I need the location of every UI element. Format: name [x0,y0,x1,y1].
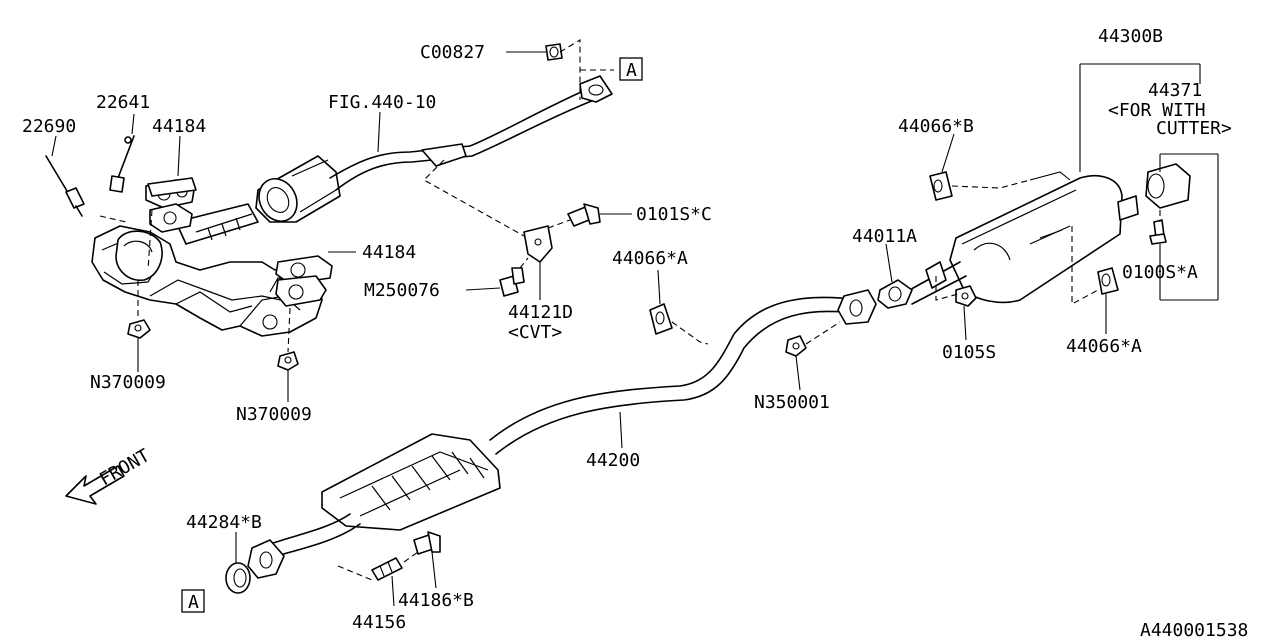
label-44156[interactable]: 44156 [352,612,406,633]
label-fig-440-10[interactable]: FIG.440-10 [328,92,436,113]
bracket-44121d[interactable] [523,225,553,263]
rubber-mount-44066a-right[interactable] [1097,267,1119,295]
label-0100sa[interactable]: 0100S*A [1122,262,1198,283]
label-22641[interactable]: 22641 [96,92,150,113]
rubber-mount-44066a-mid[interactable] [649,303,673,335]
part-labels: C00827 FIG.440-10 22641 22690 44184 4418… [22,26,1248,640]
gasket-44184-top[interactable] [147,177,197,197]
label-44186b[interactable]: 44186*B [398,590,474,611]
label-44300b[interactable]: 44300B [1098,26,1163,47]
ref-box-a-bottom [181,589,205,613]
label-44066a-mid[interactable]: 44066*A [612,248,688,269]
label-0101sc[interactable]: 0101S*C [636,204,712,225]
bolt-0105s[interactable] [955,285,977,307]
ref-label-a-bottom: A [188,592,199,613]
ref-box-a-top [619,57,643,81]
label-n370009-left[interactable]: N370009 [90,372,166,393]
label-0105s[interactable]: 0105S [942,342,996,363]
leader-lines [51,51,1219,607]
oxygen-sensor-22641[interactable] [109,135,135,193]
center-pipe-44200[interactable] [489,289,877,455]
ref-label-a-top: A [626,60,637,81]
label-front: FRONT [96,445,154,490]
front-direction-arrow [65,465,125,505]
label-44284b[interactable]: 44284*B [186,512,262,533]
exhaust-manifold-assembly [91,155,341,337]
label-c00827[interactable]: C00827 [420,42,485,63]
label-44371[interactable]: 44371 [1148,80,1202,101]
label-44066b[interactable]: 44066*B [898,116,974,137]
nut-n370009-left[interactable] [127,319,151,339]
label-44066a-right[interactable]: 44066*A [1066,336,1142,357]
oxygen-sensor-22690[interactable] [45,155,85,217]
dashed-connection-lines [99,39,1161,581]
nut-m250076[interactable] [499,267,525,297]
front-pipe-upper [329,75,613,191]
bolt-44186b[interactable] [413,531,441,555]
label-44121d[interactable]: 44121D [508,302,573,323]
stud-44156[interactable] [371,557,403,581]
label-44011a[interactable]: 44011A [852,226,917,247]
bolt-0101sc[interactable] [567,203,601,227]
nut-n350001[interactable] [785,335,807,357]
label-22690[interactable]: 22690 [22,116,76,137]
label-44184-top[interactable]: 44184 [152,116,206,137]
rubber-mount-44066b[interactable] [929,171,953,201]
label-n370009-right[interactable]: N370009 [236,404,312,425]
nut-c00827[interactable] [545,43,563,61]
catalog-number: A440001538 [1140,620,1248,640]
label-for-with: <FOR WITH [1108,100,1206,121]
gasket-44284b[interactable] [225,562,251,594]
cutter-44371[interactable] [1145,163,1191,209]
bolt-0100sa[interactable] [1149,219,1167,245]
label-cutter: CUTTER> [1156,118,1232,139]
label-44200[interactable]: 44200 [586,450,640,471]
nut-n370009-right[interactable] [277,351,299,371]
label-cvt: <CVT> [508,322,562,343]
label-44184-mid[interactable]: 44184 [362,242,416,263]
gasket-44011a[interactable] [877,279,913,309]
label-n350001[interactable]: N350001 [754,392,830,413]
rear-catalytic-converter [247,433,501,579]
label-m250076[interactable]: M250076 [364,280,440,301]
